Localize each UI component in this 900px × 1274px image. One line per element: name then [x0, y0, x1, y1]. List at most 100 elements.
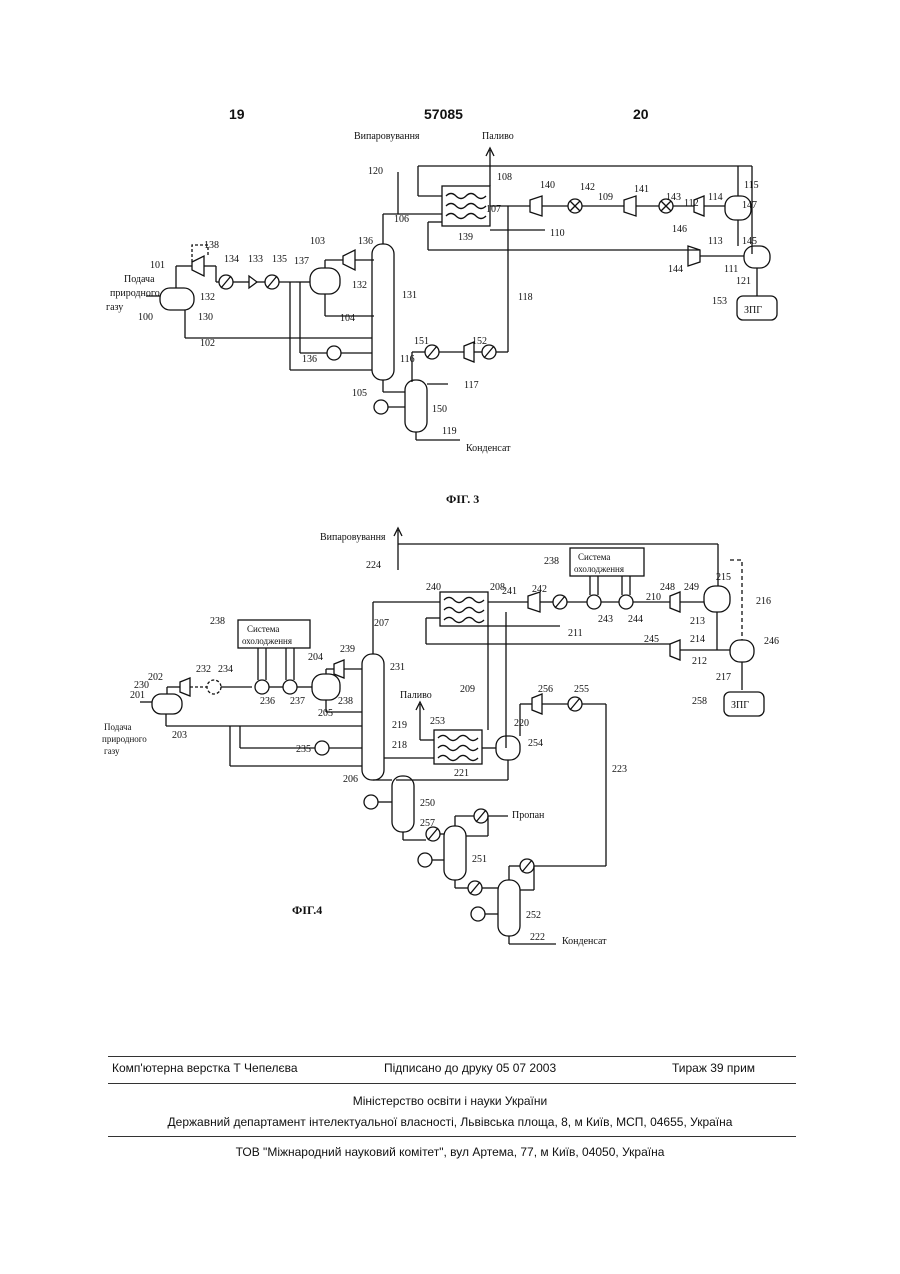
footer-company: ТОВ "Міжнародний науковий комітет", вул … [0, 1145, 900, 1159]
fig4-ref: 220 [514, 718, 529, 729]
fig4-separator-249 [704, 586, 730, 612]
fig3-ref: 152 [472, 336, 487, 347]
fig4-ref: 215 [716, 572, 731, 583]
fig3-ref: 150 [432, 404, 447, 415]
fig3-ref: 117 [464, 380, 479, 391]
fig3-ref: 105 [352, 388, 367, 399]
fig3-ref: 118 [518, 292, 533, 303]
fig4-ref: 209 [460, 684, 475, 695]
fig4-cooling-left-1: Система [247, 624, 279, 634]
fig4-exchanger-243 [587, 595, 601, 609]
fig3-ref: 130 [198, 312, 213, 323]
fig4-ref: 219 [392, 720, 407, 731]
figure-3: Випаровування Паливо Подача природного г… [106, 131, 777, 506]
fig3-separator-130 [160, 288, 194, 310]
fig3-ref: 137 [294, 256, 309, 267]
fig4-ref: 251 [472, 854, 487, 865]
fig3-ref: 138 [204, 240, 219, 251]
fig4-reboiler-250 [364, 795, 378, 809]
fig4-ref: 207 [374, 618, 389, 629]
fig4-lng-label: ЗПГ [731, 700, 749, 711]
fig4-ref: 243 [598, 614, 613, 625]
fig4-column-231 [362, 654, 384, 780]
fig4-ref: 240 [426, 582, 441, 593]
fig4-compressor-241 [528, 592, 540, 612]
fig4-evaporation-label: Випаровування [320, 532, 386, 543]
fig3-ref: 121 [736, 276, 751, 287]
fig3-ref: 147 [742, 200, 757, 211]
fig4-cooling-right-1: Система [578, 552, 610, 562]
fig4-ref: 206 [343, 774, 358, 785]
fig4-ref: 253 [430, 716, 445, 727]
fig4-ref: 245 [644, 634, 659, 645]
fig3-feed-label-1: Подача [124, 274, 155, 285]
fig4-ref: 244 [628, 614, 643, 625]
fig3-separator-145 [744, 246, 770, 268]
fig4-ref: 201 [130, 690, 145, 701]
fig3-compressor-138 [192, 256, 204, 276]
fig3-ref: 146 [672, 224, 687, 235]
fig3-ref: 107 [486, 204, 501, 215]
fig4-expander-248 [670, 592, 680, 612]
fig4-separator-254 [496, 736, 520, 760]
fig4-ref: 239 [340, 644, 355, 655]
fig3-ref: 106 [394, 214, 409, 225]
fig3-ref: 100 [138, 312, 153, 323]
fig4-ref: 254 [528, 738, 543, 749]
fig4-ref: 230 [134, 680, 149, 691]
fig4-ref: 224 [366, 560, 381, 571]
fig4-exchanger-236 [255, 680, 269, 694]
fig4-ref: 256 [538, 684, 553, 695]
fig3-ref: 104 [340, 313, 355, 324]
fig3-caption: ФІГ. 3 [446, 492, 479, 506]
fig4-ref: 238 [544, 556, 559, 567]
fig3-ref: 116 [400, 354, 415, 365]
fig4-ref: 232 [196, 664, 211, 675]
fig3-ref: 139 [458, 232, 473, 243]
fig4-ref: 258 [692, 696, 707, 707]
fig4-ref: 204 [308, 652, 323, 663]
fig4-ref: 234 [218, 664, 233, 675]
fig4-separator-204 [312, 674, 340, 700]
fig4-cooling-left-2: охолодження [242, 636, 292, 646]
fig4-cooling-right-2: охолодження [574, 564, 624, 574]
fig3-ref: 132 [200, 292, 215, 303]
fig3-ref: 143 [666, 192, 681, 203]
fig4-compressor-232 [180, 678, 190, 696]
footer-rule-top [108, 1056, 796, 1057]
fig3-reboiler-150 [374, 400, 388, 414]
fig4-feed-label-1: Подача [104, 722, 131, 732]
fig4-separator-230 [152, 694, 182, 714]
fig3-compressor-140 [530, 196, 542, 216]
fig3-ref: 103 [310, 236, 325, 247]
fig4-column-250 [392, 776, 414, 832]
fig3-reboiler-136 [327, 346, 341, 360]
fig3-compressor-141 [624, 196, 636, 216]
fig3-fuel-label: Паливо [482, 131, 514, 142]
fig3-ref: 145 [742, 236, 757, 247]
fig3-ref: 135 [272, 254, 287, 265]
fig3-ref: 115 [744, 180, 759, 191]
fig3-separator-137 [310, 268, 340, 294]
fig4-ref: 211 [568, 628, 583, 639]
fig3-expander-136 [343, 250, 355, 270]
fig3-ref: 108 [497, 172, 512, 183]
footer-department: Державний департамент інтелектуальної вл… [0, 1115, 900, 1129]
fig3-column-150 [405, 380, 427, 432]
fig3-compressor-144 [688, 246, 700, 266]
fig3-valve-133 [249, 276, 257, 288]
footer-rule-bottom [108, 1136, 796, 1137]
fig4-fuel-label: Паливо [400, 690, 432, 701]
fig4-ref: 236 [260, 696, 275, 707]
fig3-ref: 133 [248, 254, 263, 265]
fig4-ref: 217 [716, 672, 731, 683]
fig4-compressor-245 [670, 640, 680, 660]
fig3-ref: 110 [550, 228, 565, 239]
fig3-ref: 113 [708, 236, 723, 247]
fig4-ref: 237 [290, 696, 305, 707]
fig4-ref: 216 [756, 596, 771, 607]
fig3-ref: 136 [302, 354, 317, 365]
fig4-ref: 218 [392, 740, 407, 751]
fig4-ref: 221 [454, 768, 469, 779]
fig4-ref: 238 [338, 696, 353, 707]
